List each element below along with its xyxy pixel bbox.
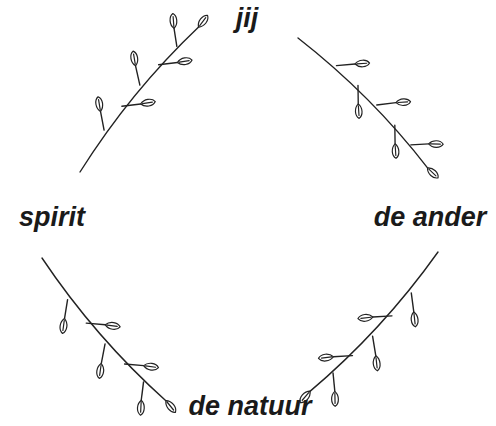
circle-label: de natuur (188, 392, 311, 422)
circle-label: spirit (19, 203, 85, 233)
leaf-branch (49, 0, 222, 182)
circle-label: de ander (374, 203, 487, 233)
circle-label: jij (236, 4, 259, 34)
leaf-branch (12, 248, 191, 426)
leaf-branch (287, 11, 463, 192)
leaf-branch (286, 241, 468, 426)
